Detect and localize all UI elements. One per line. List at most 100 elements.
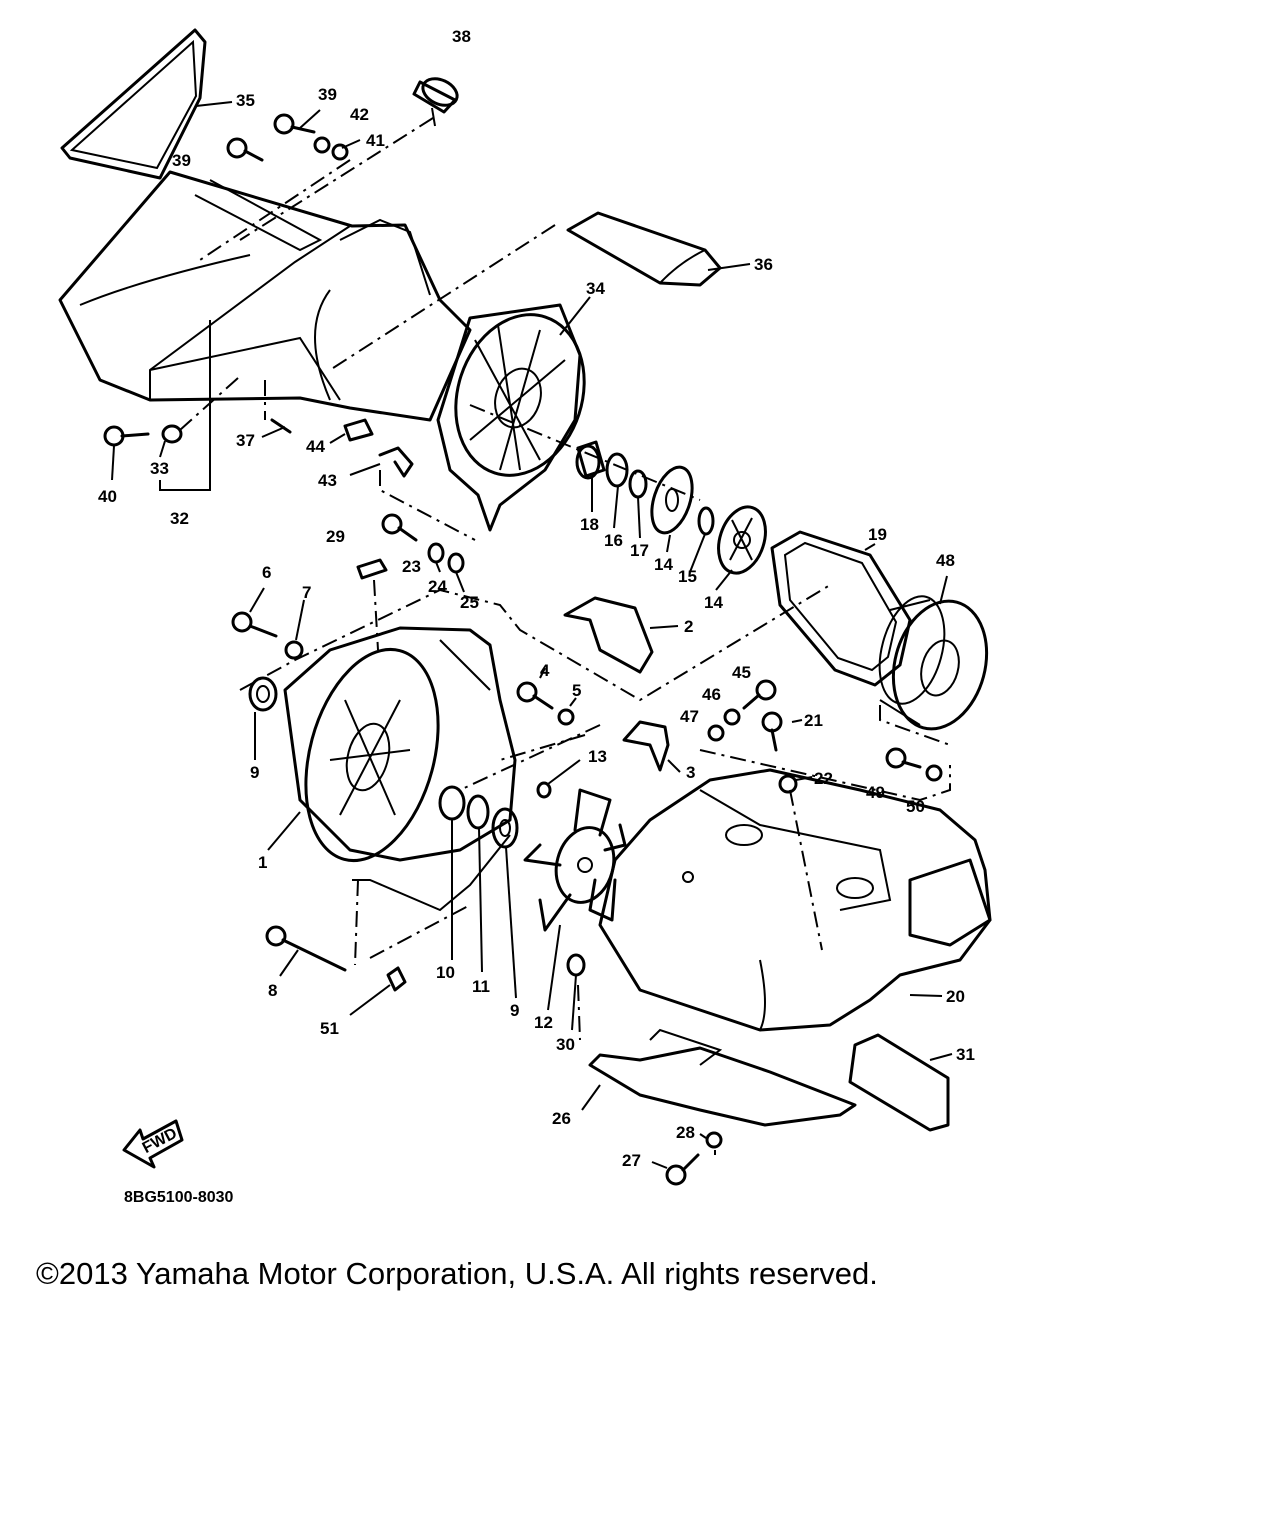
part-28-washer [705,1131,723,1149]
part-9-seal-right [491,807,519,849]
callout-39: 39 [318,85,337,104]
callout-48: 48 [936,551,955,570]
callout-37: 37 [236,431,255,450]
part-14-sheave-a [650,465,694,535]
part-15-washer [697,506,715,536]
leader-lines [111,101,953,1169]
part-11-washer [466,794,490,830]
callout-17: 17 [630,541,649,560]
part-44-clip [343,418,374,442]
part-16-washer [605,452,629,488]
part-5-washer [557,708,575,726]
part-45-bolt [742,679,777,710]
callout-11: 11 [472,977,490,996]
callout-26: 26 [552,1109,571,1128]
part-13-plug [536,781,552,799]
part-18-collar [575,440,606,480]
part-31-pad [848,1033,950,1132]
callout-41: 41 [366,131,385,150]
assembly-lines [179,117,951,1155]
part-39-bolt-lower [226,137,264,162]
copyright-notice: ©2013 Yamaha Motor Corporation, U.S.A. A… [36,1256,878,1291]
part-22-nut [778,774,798,794]
callout-9: 9 [250,763,259,782]
callout-28: 28 [676,1123,695,1142]
callout-8: 8 [268,981,277,1000]
callout-6: 6 [262,563,271,582]
callout-3: 3 [686,763,695,782]
callout-14: 14 [704,593,723,612]
callout-4: 4 [540,661,550,680]
callout-35: 35 [236,91,255,110]
callout-2: 2 [684,617,693,636]
callout-38: 38 [452,27,471,46]
callout-7: 7 [302,583,311,602]
callout-42: 42 [350,105,369,124]
part-40-bolt [103,425,150,447]
callout-25: 25 [460,593,479,612]
upper-shroud [58,170,472,422]
callout-5: 5 [572,681,581,700]
callout-14: 14 [654,555,673,574]
part-35-seal [60,28,207,180]
callout-36: 36 [754,255,773,274]
callout-20: 20 [946,987,965,1006]
callout-40: 40 [98,487,117,506]
part-19-belt [770,530,912,687]
callout-51: 51 [320,1019,339,1038]
part-9-seal-left [248,676,278,712]
part-38-cap [412,77,459,127]
part-41-washer [331,143,349,161]
part-12-fan [523,788,627,932]
part-49-bolt [885,747,922,769]
callout-10: 10 [436,963,455,982]
part-21-bolt [761,711,783,752]
part-7-washer [284,640,304,660]
callout-46: 46 [702,685,721,704]
callout-13: 13 [588,747,607,766]
part-33-collar [161,424,183,444]
callout-33: 33 [150,459,169,478]
callout-22: 22 [814,769,833,788]
callout-21: 21 [804,711,823,730]
callout-12: 12 [534,1013,553,1032]
part-26-bracket [588,1028,857,1127]
callout-15: 15 [678,567,697,586]
part-2-cover [563,596,654,674]
callout-31: 31 [956,1045,975,1064]
fwd-arrow-icon: FWD [122,1119,184,1169]
part-4-bolt [516,681,554,710]
drawing-code: 8BG5100-8030 [124,1189,234,1206]
exploded-parts-diagram: FWD 38 35 39 42 41 39 36 3 4 37 44 43 40 … [58,27,992,1206]
callout-24: 24 [428,577,447,596]
part-1-fan-case [283,626,517,912]
callout-16: 16 [604,531,623,550]
part-30-plug [566,953,586,977]
part-46-washer [723,708,741,726]
callout-19: 19 [868,525,887,544]
part-37-pin [270,418,292,434]
part-24-washer [427,542,445,564]
part-20-main-cover [598,768,992,1032]
part-51-collar [386,966,407,992]
part-10-seal [438,785,466,821]
part-36-cover [566,211,722,287]
callout-39: 39 [172,151,191,170]
callout-43: 43 [318,471,337,490]
part-27-bolt [665,1153,700,1186]
part-39-bolt-upper [273,113,316,135]
part-17-washer [628,469,648,499]
part-3-bracket [622,720,670,772]
callout-32: 32 [170,509,189,528]
part-23-bolt [381,513,418,542]
part-42-washer [313,136,331,154]
callout-44: 44 [306,437,325,456]
callout-18: 18 [580,515,599,534]
callout-23: 23 [402,557,421,576]
callout-47: 47 [680,707,699,726]
part-6-bolt [231,611,278,638]
callout-numbers: 38 35 39 42 41 39 36 3 4 37 44 43 40 33 3… [98,27,975,1170]
callout-1: 1 [258,853,267,872]
part-50-washer [925,764,943,782]
part-8-bolt [265,925,347,972]
